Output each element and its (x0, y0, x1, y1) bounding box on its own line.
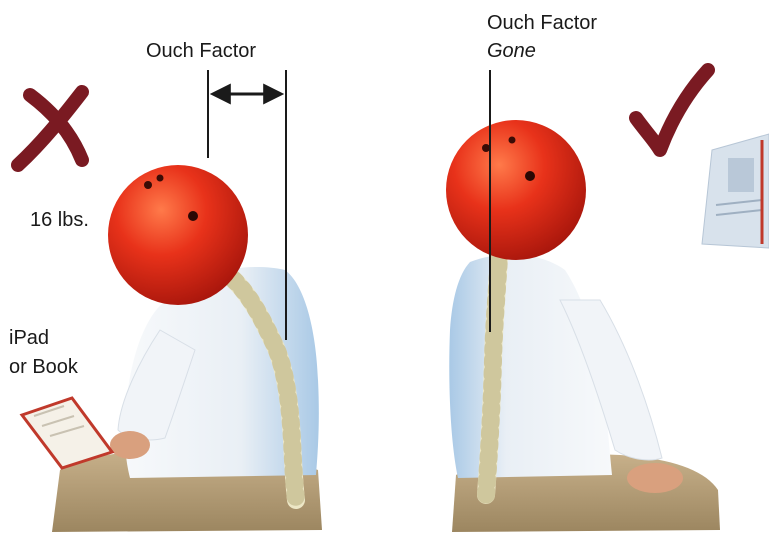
check-mark-icon (636, 70, 708, 150)
x-mark-icon (18, 92, 82, 165)
left-ouch-factor-label: Ouch Factor (146, 41, 256, 61)
right-book (702, 134, 769, 248)
left-book (22, 398, 112, 468)
left-hand (110, 431, 150, 459)
head-weight-label: 16 lbs. (30, 210, 89, 230)
left-head-ball (108, 165, 248, 305)
device-label-line2: or Book (9, 357, 78, 377)
device-label-line1: iPad (9, 328, 49, 348)
right-head-ball (446, 120, 586, 260)
right-figure (446, 120, 720, 532)
right-ouch-factor-label: Ouch Factor (487, 13, 597, 33)
right-gone-label: Gone (487, 41, 536, 61)
right-hand (627, 463, 683, 493)
